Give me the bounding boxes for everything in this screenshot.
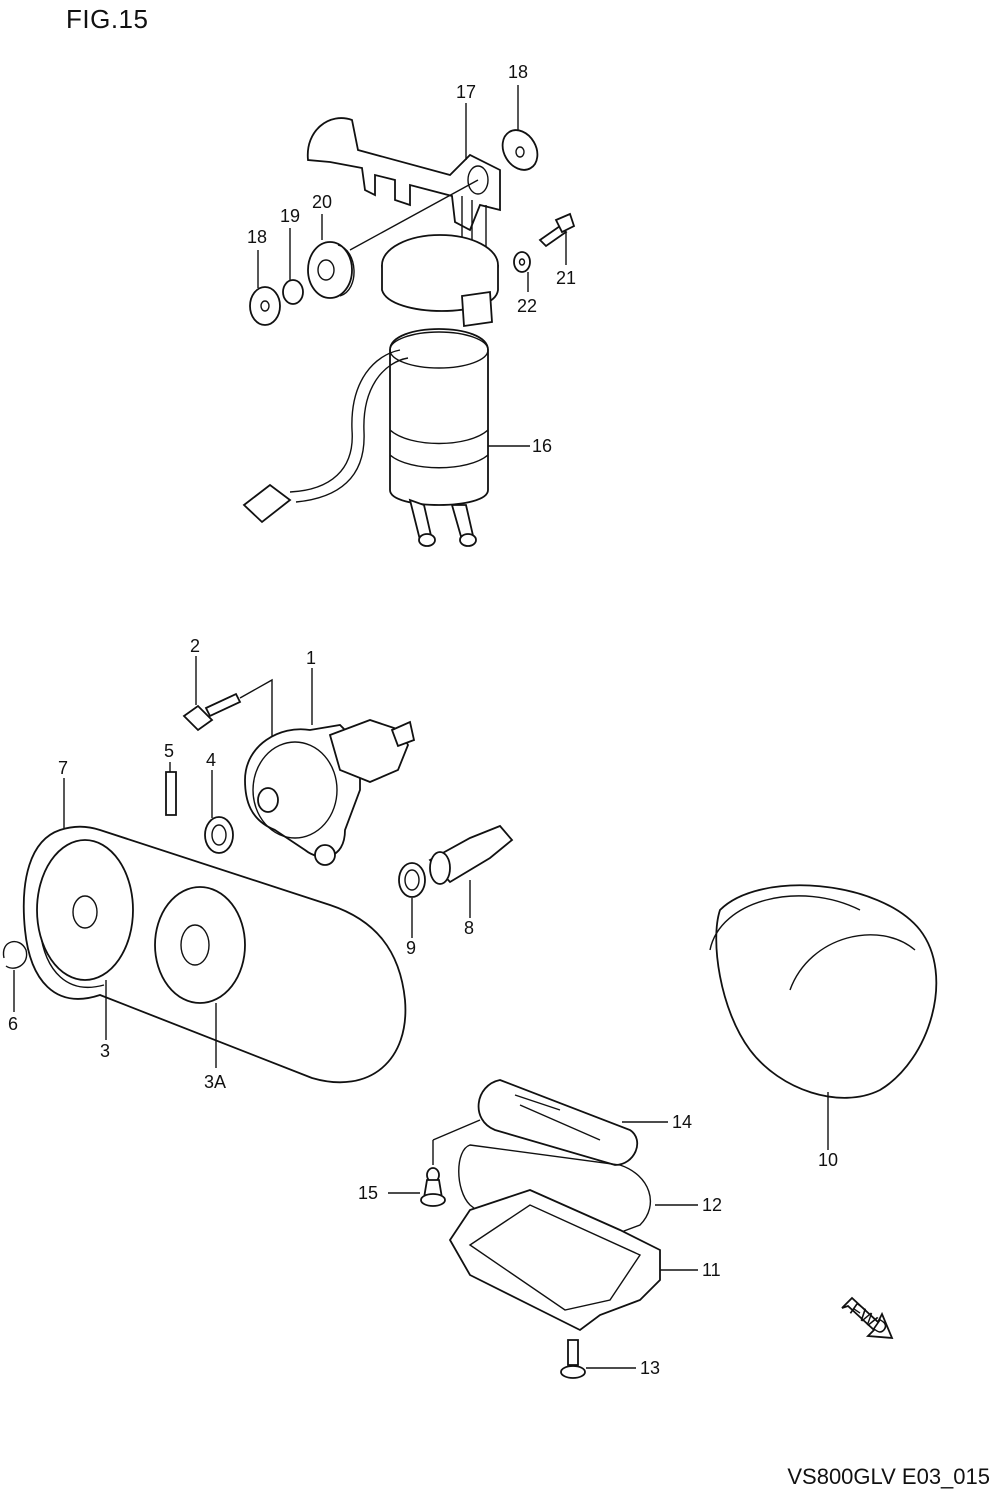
- bolt-part-15[interactable]: [420, 1167, 446, 1207]
- label-part-11: 11: [702, 1260, 721, 1280]
- label-part-22: 22: [517, 296, 537, 316]
- label-part-9: 9: [406, 938, 416, 958]
- document-code: VS800GLV E03_015: [787, 1464, 990, 1489]
- pump-clamp-band[interactable]: [381, 234, 499, 328]
- collar-part-19[interactable]: [282, 279, 304, 305]
- washer-part-22[interactable]: [513, 251, 531, 273]
- part-labels: 18 17 20 19 18 21 22 16 1 2 5 4 7 9 8 6 …: [8, 62, 838, 1378]
- assembly-line-20-17: [349, 179, 479, 251]
- label-part-7: 7: [58, 758, 68, 778]
- oil-cooler-cover-part-14[interactable]: [477, 1079, 639, 1166]
- cushion-part-20[interactable]: [307, 241, 355, 299]
- driven-sprocket-part-3a[interactable]: [154, 886, 246, 1004]
- label-part-17: 17: [456, 82, 476, 102]
- label-part-18-left: 18: [247, 227, 267, 247]
- forward-arrow-icon: FWD: [841, 1296, 894, 1340]
- leader-lines: [13, 85, 829, 1369]
- label-part-1: 1: [306, 648, 316, 668]
- washer-part-18-left[interactable]: [249, 286, 281, 326]
- gasket-part-9[interactable]: [398, 862, 426, 898]
- label-part-13: 13: [640, 1358, 660, 1378]
- fuel-pump-part-16[interactable]: [242, 328, 489, 547]
- label-part-12: 12: [702, 1195, 722, 1215]
- label-part-21: 21: [556, 268, 576, 288]
- label-part-10: 10: [818, 1150, 838, 1170]
- fuel-pump-bracket-part-17[interactable]: [307, 117, 501, 255]
- drive-sprocket-part-3[interactable]: [36, 839, 134, 981]
- circlip-part-6[interactable]: [2, 940, 28, 969]
- dowel-pin-part-5[interactable]: [165, 771, 177, 816]
- bolt-part-2[interactable]: [182, 692, 242, 732]
- figure-title: FIG.15: [66, 4, 149, 34]
- label-part-8: 8: [464, 918, 474, 938]
- bolt-part-13[interactable]: [560, 1339, 586, 1379]
- label-part-16: 16: [532, 436, 552, 456]
- oil-pump-part-1[interactable]: [244, 719, 416, 866]
- label-part-20: 20: [312, 192, 332, 212]
- oil-pan-cover-part-11[interactable]: [448, 1189, 661, 1332]
- washer-part-18-top[interactable]: [496, 124, 545, 176]
- oil-filter-part-10[interactable]: [709, 884, 938, 1099]
- label-part-15: 15: [358, 1183, 378, 1203]
- label-part-2: 2: [190, 636, 200, 656]
- bolt-part-21[interactable]: [538, 212, 576, 248]
- label-part-18-top: 18: [508, 62, 528, 82]
- assembly-line-15-b: [432, 1119, 481, 1141]
- label-part-4: 4: [206, 750, 216, 770]
- label-part-14: 14: [672, 1112, 692, 1132]
- label-part-3a: 3A: [204, 1072, 226, 1092]
- oil-pressure-switch-part-8[interactable]: [428, 824, 514, 885]
- o-ring-part-4[interactable]: [204, 816, 234, 854]
- assembly-line-2-1: [239, 678, 273, 745]
- label-part-19: 19: [280, 206, 300, 226]
- label-part-3: 3: [100, 1041, 110, 1061]
- label-part-6: 6: [8, 1014, 18, 1034]
- label-part-5: 5: [164, 741, 174, 761]
